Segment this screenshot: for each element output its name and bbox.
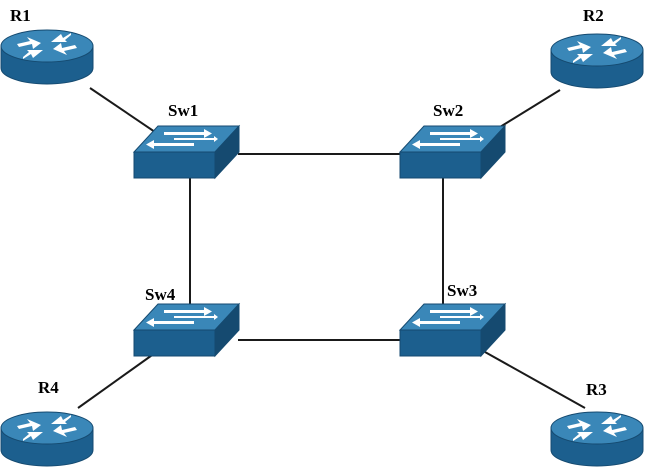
link-r3-sw3: [484, 351, 586, 409]
switch-icon: [399, 303, 506, 357]
router-icon: [550, 33, 644, 89]
router-r1: [0, 29, 94, 85]
switch-sw4: [133, 303, 240, 357]
router-icon: [0, 411, 94, 467]
label-r1: R1: [10, 6, 31, 25]
switch-sw1: [133, 125, 240, 179]
switch-icon: [133, 303, 240, 357]
switch-sw2: [399, 125, 506, 179]
switch-icon: [399, 125, 506, 179]
link-r1-sw1: [89, 87, 156, 133]
link-r4-sw4: [77, 352, 156, 409]
label-r3: R3: [586, 380, 607, 399]
label-sw2: Sw2: [433, 101, 463, 120]
label-sw4: Sw4: [145, 285, 176, 304]
router-r2: [550, 33, 644, 89]
router-r4: [0, 411, 94, 467]
label-sw1: Sw1: [168, 101, 198, 120]
switch-icon: [133, 125, 240, 179]
label-sw3: Sw3: [447, 281, 477, 300]
label-r2: R2: [583, 6, 604, 25]
switch-sw3: [399, 303, 506, 357]
router-icon: [550, 411, 644, 467]
router-r3: [550, 411, 644, 467]
label-r4: R4: [38, 378, 59, 397]
link-r2-sw2: [499, 89, 561, 128]
router-icon: [0, 29, 94, 85]
